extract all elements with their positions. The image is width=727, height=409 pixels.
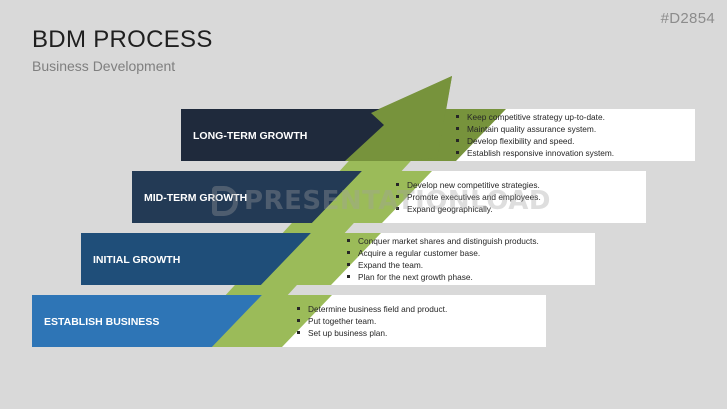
step-bullet-item: Develop new competitive strategies. xyxy=(396,179,541,191)
step-bullet-item: Develop flexibility and speed. xyxy=(456,135,614,147)
slide-id: #D2854 xyxy=(660,10,715,27)
step-note-box-foreground xyxy=(382,171,646,223)
step-bullet-item: Establish responsive innovation system. xyxy=(456,147,614,159)
step-bullet-item: Conquer market shares and distinguish pr… xyxy=(347,235,539,247)
step-note-box-foreground xyxy=(456,109,695,161)
growth-band-segment xyxy=(261,233,381,285)
step-bullet-item: Acquire a regular customer base. xyxy=(347,247,539,259)
step-label: LONG-TERM GROWTH xyxy=(193,130,307,142)
step-bullet-item: Determine business field and product. xyxy=(297,303,447,315)
step-bullet-item: Expand the team. xyxy=(347,259,539,271)
growth-arrow-tip xyxy=(345,76,452,161)
step-note-box-foreground xyxy=(282,295,546,347)
step-bullet-item: Plan for the next growth phase. xyxy=(347,271,539,283)
step-label-shape xyxy=(132,171,362,223)
page-title: BDM PROCESS xyxy=(32,26,213,53)
step-note-box-foreground xyxy=(331,233,595,285)
step-bullet-item: Maintain quality assurance system. xyxy=(456,123,614,135)
step-bullet-list: Conquer market shares and distinguish pr… xyxy=(347,235,539,283)
step-bullet-list: Develop new competitive strategies.Promo… xyxy=(396,179,541,215)
step-bullet-item: Set up business plan. xyxy=(297,327,447,339)
step-bullet-list: Determine business field and product.Put… xyxy=(297,303,447,339)
step-label-shape xyxy=(32,295,262,347)
step-label: INITIAL GROWTH xyxy=(93,254,180,266)
step-label: ESTABLISH BUSINESS xyxy=(44,316,159,328)
step-bullet-item: Put together team. xyxy=(297,315,447,327)
page-subtitle: Business Development xyxy=(32,58,176,74)
step-bullet-item: Keep competitive strategy up-to-date. xyxy=(456,111,614,123)
growth-band-segment xyxy=(212,295,332,347)
step-bullet-list: Keep competitive strategy up-to-date.Mai… xyxy=(456,111,614,159)
growth-band-segment xyxy=(312,171,432,223)
step-bullet-item: Promote executives and employees. xyxy=(396,191,541,203)
step-bullet-item: Expand geographically. xyxy=(396,203,541,215)
step-label-shape xyxy=(81,233,311,285)
step-label: MID-TERM GROWTH xyxy=(144,192,247,204)
